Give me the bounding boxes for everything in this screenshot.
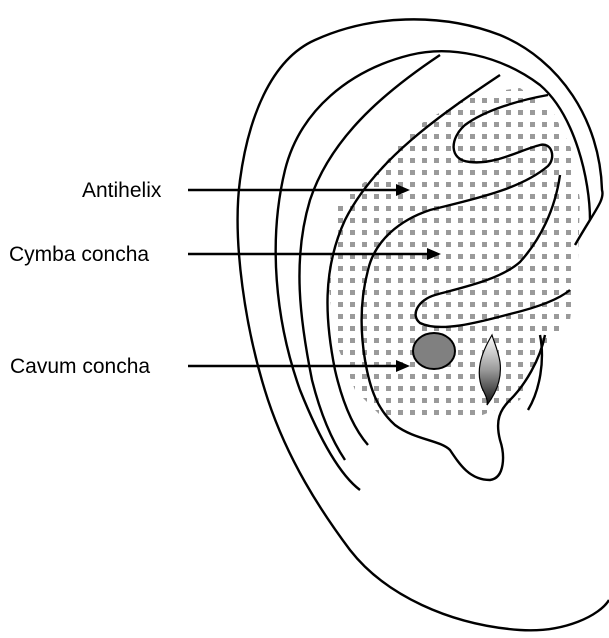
stimulation-point [413, 333, 455, 369]
cymba-concha-label: Cymba concha [9, 243, 149, 266]
stimulation-region-dots [300, 80, 600, 440]
antihelix-label: Antihelix [82, 179, 162, 202]
cavum-concha-label: Cavum concha [10, 355, 150, 378]
